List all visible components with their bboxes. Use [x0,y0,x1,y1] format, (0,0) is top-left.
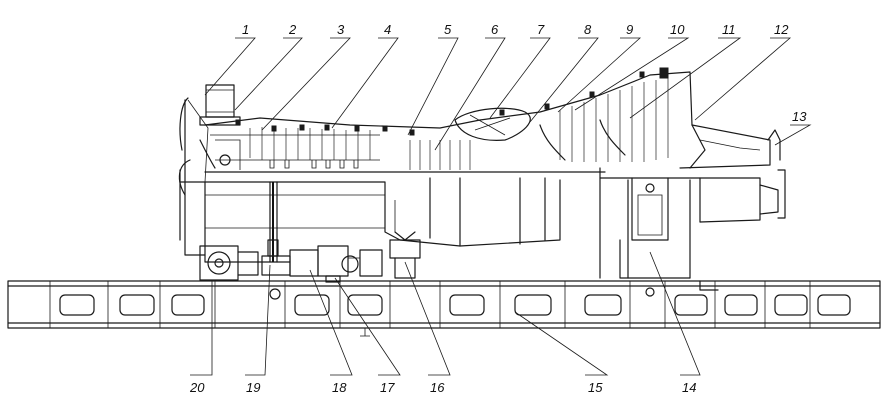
accessory-units [261,239,383,283]
label-9: 9 [626,22,633,37]
label-11: 11 [722,22,736,37]
label-10: 10 [670,22,685,37]
label-17: 17 [380,380,395,395]
label-12: 12 [774,22,789,37]
leader-lines [190,37,812,376]
base-frame [7,280,881,337]
label-18: 18 [332,380,347,395]
starter-motor [199,84,241,126]
label-8: 8 [584,22,592,37]
vertical-drive-shaft [269,181,278,263]
label-6: 6 [491,22,499,37]
label-5: 5 [444,22,452,37]
label-19: 19 [246,380,260,395]
label-15: 15 [588,380,603,395]
label-2: 2 [288,22,297,37]
label-13: 13 [792,109,807,124]
gearbox [199,245,259,281]
label-1: 1 [242,22,249,37]
label-14: 14 [682,380,696,395]
label-3: 3 [337,22,345,37]
part-number-labels: 1 2 3 4 5 6 7 8 9 10 11 12 13 20 19 18 1… [189,22,807,395]
label-7: 7 [537,22,545,37]
inlet-volute [179,97,241,170]
support-pedestal [389,231,421,279]
label-16: 16 [430,380,445,395]
label-4: 4 [384,22,391,37]
label-20: 20 [189,380,205,395]
